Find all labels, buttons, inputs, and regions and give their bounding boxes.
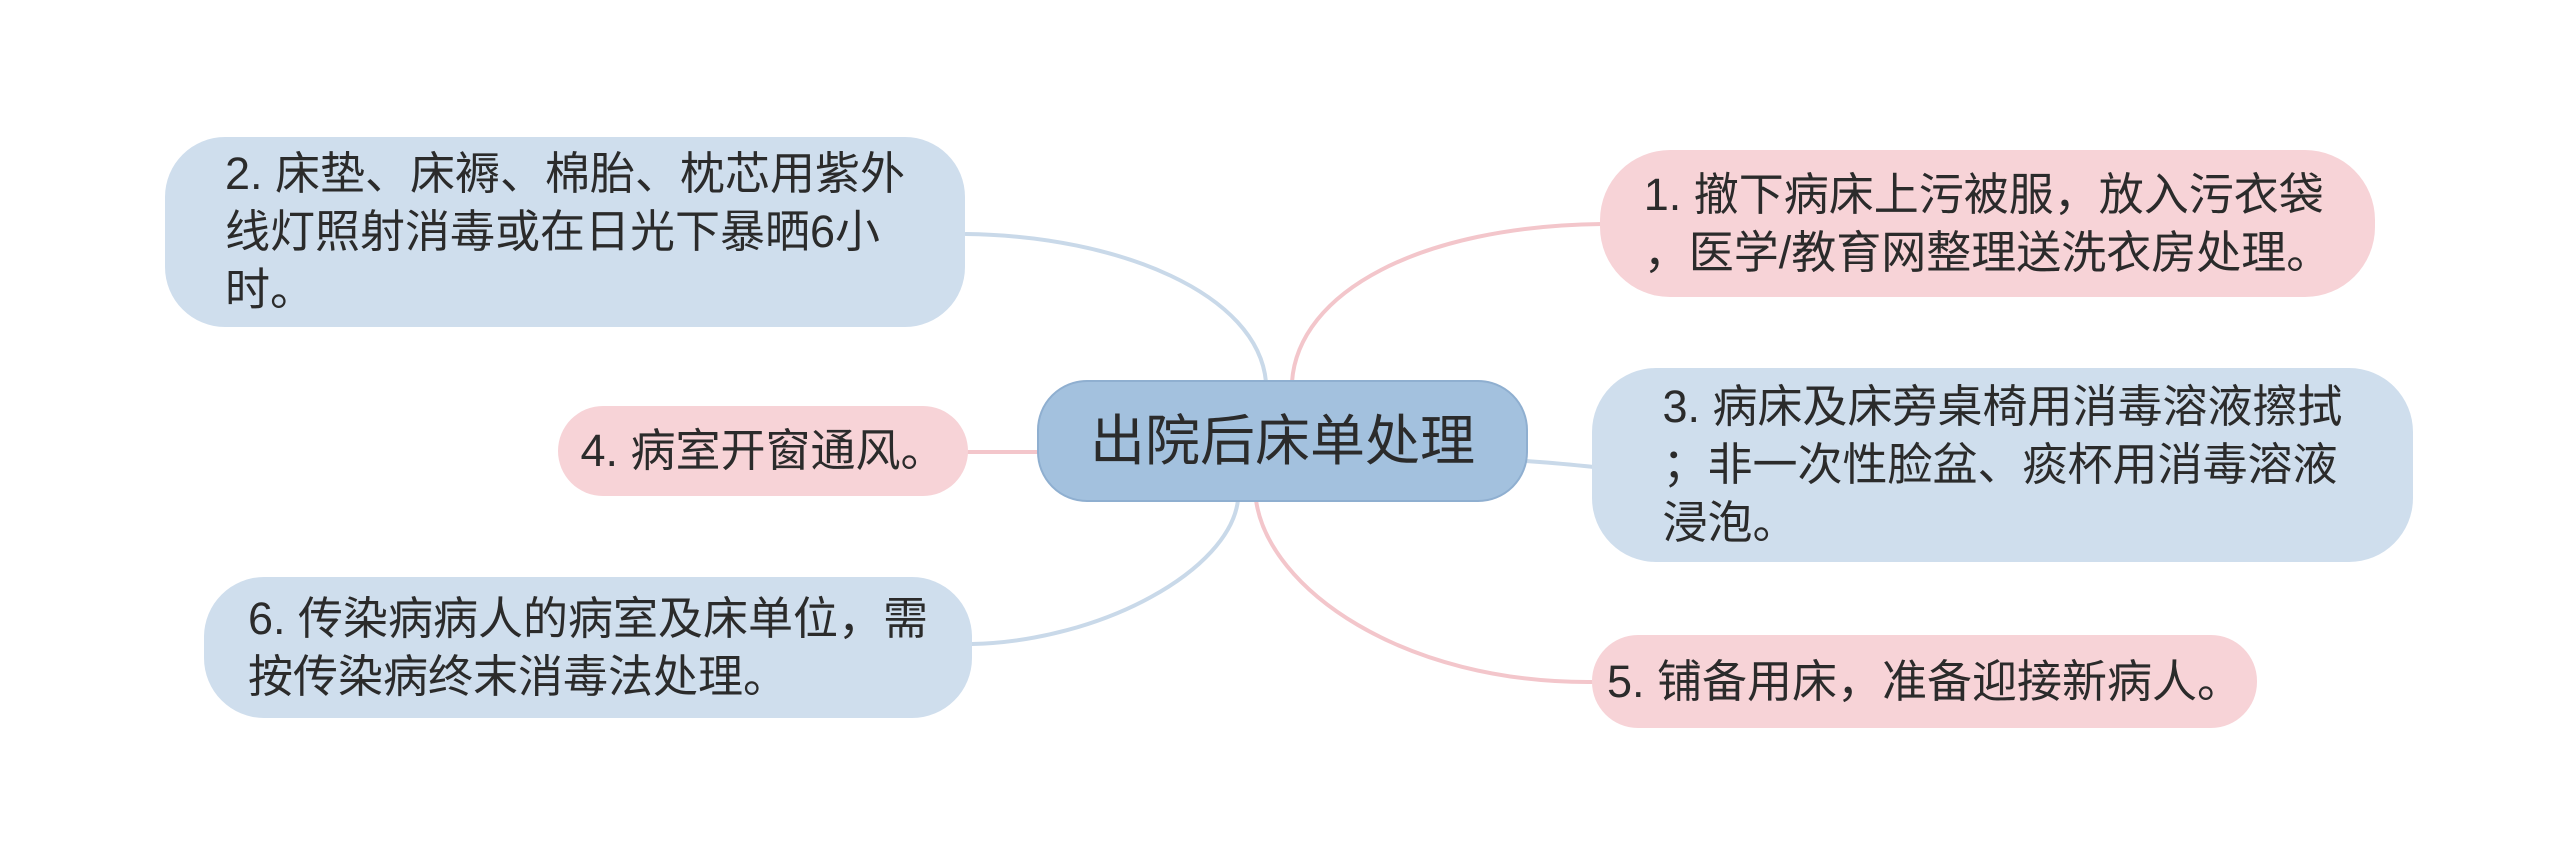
center-topic-node[interactable]: 出院后床单处理 [1037, 380, 1528, 502]
branch-node-6[interactable]: 6. 传染病病人的病室及床单位，需 按传染病终末消毒法处理。 [204, 577, 972, 718]
connector-branch-1 [1290, 222, 1604, 384]
branch-node-5[interactable]: 5. 铺备用床，准备迎接新病人。 [1592, 635, 2257, 728]
branch-label-4: 4. 病室开窗通风。 [580, 425, 946, 476]
branch-node-3[interactable]: 3. 病床及床旁桌椅用消毒溶液擦拭 ；非一次性脸盆、痰杯用消毒溶液 浸泡。 [1592, 368, 2413, 562]
branch-node-2[interactable]: 2. 床垫、床褥、棉胎、枕芯用紫外 线灯照射消毒或在日光下暴晒6小 时。 [165, 137, 965, 327]
branch-label-2: 2. 床垫、床褥、棉胎、枕芯用紫外 线灯照射消毒或在日光下暴晒6小 时。 [224, 148, 906, 315]
branch-label-1: 1. 撤下病床上污被服，放入污衣袋 ，医学/教育网整理送洗衣房处理。 [1643, 168, 2332, 278]
center-topic-label: 出院后床单处理 [1089, 410, 1475, 472]
branch-label-3: 3. 病床及床旁桌椅用消毒溶液擦拭 ；非一次性脸盆、痰杯用消毒溶液 浸泡。 [1662, 381, 2343, 548]
branch-label-6: 6. 传染病病人的病室及床单位，需 按传染病终末消毒法处理。 [247, 592, 929, 702]
connector-branch-6 [970, 498, 1240, 646]
branch-node-4[interactable]: 4. 病室开窗通风。 [558, 406, 968, 496]
connector-branch-3 [1524, 459, 1596, 469]
branch-node-1[interactable]: 1. 撤下病床上污被服，放入污衣袋 ，医学/教育网整理送洗衣房处理。 [1600, 150, 2375, 297]
branch-label-5: 5. 铺备用床，准备迎接新病人。 [1606, 655, 2243, 707]
connector-branch-2 [964, 232, 1268, 384]
connector-branch-5 [1254, 498, 1596, 685]
